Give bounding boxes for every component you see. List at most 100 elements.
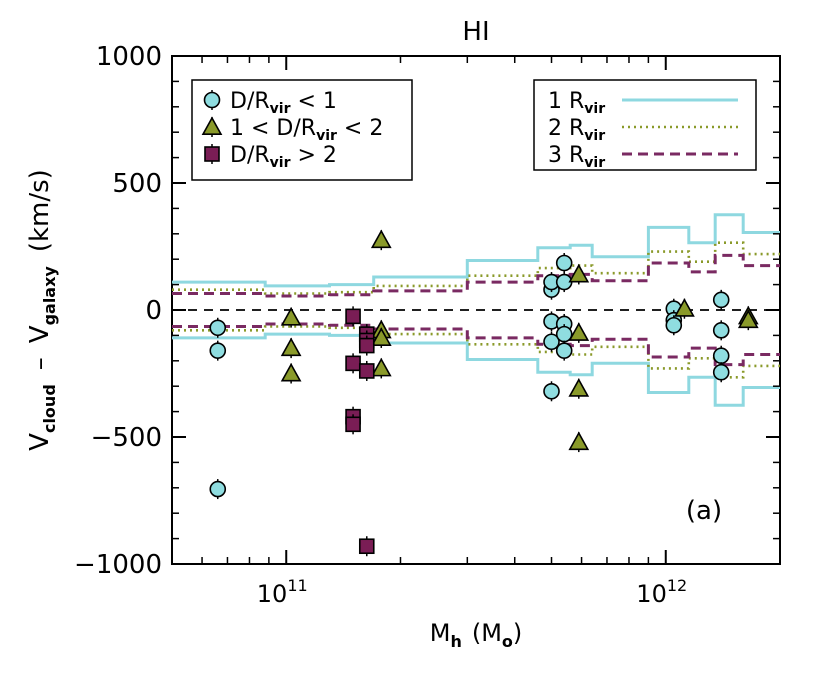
y-tick-label: 0	[145, 296, 162, 326]
marker-triangle	[674, 298, 695, 317]
marker-circle	[555, 254, 573, 272]
y-tick-label: −1000	[74, 550, 162, 580]
y-label-sub1: cloud	[40, 384, 59, 433]
marker-triangle	[568, 263, 590, 283]
x-label-sub: h	[450, 632, 461, 651]
y-tick-label: 1000	[96, 42, 162, 72]
legend-line-label: 2 Rvir	[548, 116, 605, 144]
x-label-unit-sub: o	[502, 632, 513, 651]
y-axis-label: Vcloud–Vgalaxy(km/s)	[25, 169, 59, 451]
y-label-sub2: galaxy	[40, 266, 59, 326]
y-label-unit: (km/s)	[25, 169, 55, 252]
marker-triangle	[280, 306, 302, 326]
axis-ticks: 1000 500 0 −500 −1000 1011 1012	[74, 42, 781, 608]
envelope-3rvir-upper	[172, 253, 780, 298]
marker-triangle	[370, 327, 392, 346]
envelope-1rvir-lower	[172, 332, 780, 407]
data-point-triangle	[737, 309, 759, 331]
data-point-circle	[555, 253, 573, 274]
marker-circle	[712, 363, 730, 381]
y-label-minus: –	[25, 357, 55, 370]
data-point-circle	[209, 479, 227, 500]
marker-circle	[712, 322, 730, 339]
legend-marker-square	[204, 144, 220, 164]
data-markers	[209, 229, 759, 557]
marker-triangle	[568, 378, 590, 397]
marker-triangle	[568, 431, 590, 451]
legend-points-box	[191, 79, 413, 181]
marker-circle	[209, 480, 227, 498]
x-tick-label: 1012	[636, 576, 687, 608]
data-point-square	[345, 414, 361, 435]
plot-area: 1000 500 0 −500 −1000 1011 1012	[74, 42, 781, 608]
legend-marker-triangle	[201, 116, 223, 137]
data-point-circle	[555, 340, 573, 361]
svg-text:Mh(Mo): Mh (Mo)	[430, 619, 523, 651]
legend-points: D/Rvir < 11 < D/Rvir < 2D/Rvir > 2	[191, 79, 413, 181]
marker-triangle	[568, 322, 590, 341]
x-tick-label: 1011	[257, 576, 308, 608]
marker-circle	[203, 91, 221, 109]
y-tick-label: −500	[91, 423, 162, 453]
marker-square	[358, 363, 375, 379]
marker-triangle	[370, 229, 392, 249]
data-point-circle	[543, 381, 560, 402]
data-point-triangle	[370, 229, 392, 251]
marker-square	[345, 416, 361, 433]
data-point-circle	[712, 362, 730, 383]
data-point-circle	[543, 331, 560, 352]
marker-circle	[712, 347, 730, 365]
envelope-1rvir-upper	[172, 213, 780, 288]
chart-title: HI	[462, 17, 489, 47]
marker-triangle	[370, 357, 392, 377]
marker-square	[345, 308, 361, 325]
marker-square	[358, 337, 375, 354]
marker-circle	[555, 342, 573, 359]
marker-square	[204, 146, 220, 162]
data-point-circle	[209, 317, 227, 338]
x-label-unit: (M	[472, 619, 502, 647]
x-axis-label: Mh (Mo)	[430, 619, 523, 651]
y-label-v2: V	[25, 325, 55, 343]
data-point-triangle	[568, 378, 590, 399]
y-tick-label: 500	[112, 169, 162, 199]
data-point-triangle	[568, 322, 590, 343]
marker-triangle	[201, 116, 223, 135]
data-point-circle	[543, 272, 560, 293]
data-point-square	[358, 335, 375, 356]
data-point-circle	[712, 289, 730, 310]
legend-line-label: 3 Rvir	[548, 143, 605, 171]
data-point-triangle	[280, 337, 302, 359]
data-point-circle	[712, 320, 730, 341]
x-label-unit-close: )	[513, 619, 522, 647]
data-point-triangle	[370, 357, 392, 379]
legend-point-label: D/Rvir < 1	[230, 89, 337, 117]
data-point-triangle	[568, 431, 590, 453]
x-label-main: M	[430, 619, 451, 647]
legend-line-label: 1 Rvir	[548, 89, 605, 117]
marker-circle	[209, 319, 227, 337]
data-point-triangle	[280, 362, 302, 384]
marker-triangle	[737, 309, 759, 329]
data-point-triangle	[674, 298, 695, 319]
marker-circle	[712, 291, 730, 309]
data-point-square	[345, 306, 361, 327]
marker-triangle	[280, 337, 302, 357]
marker-square	[358, 538, 375, 555]
data-point-triangle	[280, 306, 302, 328]
marker-circle	[665, 316, 683, 334]
marker-square	[345, 355, 361, 372]
legend-point-label: 1 < D/Rvir < 2	[230, 116, 383, 144]
legend-marker-circle	[203, 90, 221, 110]
data-point-square	[358, 536, 375, 557]
data-point-triangle	[370, 327, 392, 348]
marker-circle	[209, 342, 227, 359]
marker-circle	[543, 382, 560, 400]
svg-text:Vcloud–Vgalaxy(km/s): Vcloud–Vgalaxy(km/s)	[25, 169, 59, 451]
data-point-circle	[665, 315, 683, 336]
legend-point-label: D/Rvir > 2	[230, 143, 337, 171]
marker-circle	[543, 333, 560, 351]
marker-triangle	[280, 362, 302, 382]
